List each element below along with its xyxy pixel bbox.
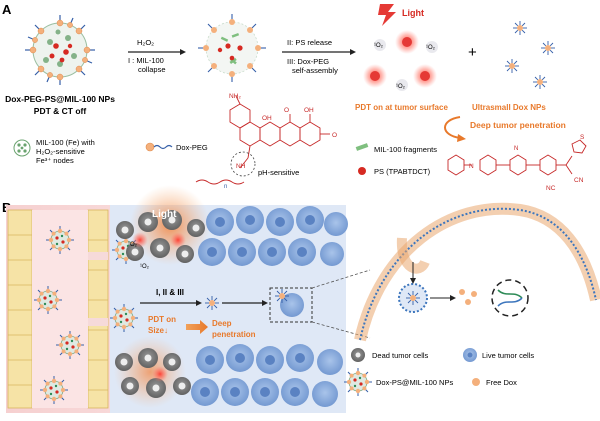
chem-cn: CN <box>574 177 584 184</box>
penetration-arrowhead <box>262 300 268 306</box>
pdt-surface-label: PDT on at tumor surface <box>355 103 448 112</box>
chem-oh-1: OH <box>262 115 272 122</box>
blood-vessel-wall-right <box>87 209 109 409</box>
chem-nh: NH <box>236 163 246 170</box>
zoom-line-top <box>311 269 371 289</box>
step2-arrowhead <box>350 49 356 55</box>
ultrasmall-np-b1 <box>204 295 220 311</box>
penetration-label: penetration <box>212 330 256 339</box>
cycle-arrow <box>444 116 461 139</box>
step3b-label: self-assembly <box>292 66 338 75</box>
chem-n-amine: N <box>469 163 474 170</box>
zoom-region-box <box>269 287 313 323</box>
light-label-b: Light <box>152 209 177 220</box>
release-arrowhead <box>450 295 456 301</box>
cell-membrane-endocytosis <box>354 202 600 342</box>
chem-oh-2: OH <box>304 107 314 114</box>
live-tumor-cells-bottom <box>191 344 343 407</box>
chem-o-2: O <box>332 132 337 139</box>
dead-tumor-cells-bottom <box>114 336 191 408</box>
dox-peg-ps-mil100-nanoparticle <box>25 15 95 85</box>
step1b-label: collapse <box>138 65 166 74</box>
legend-dead-label: Dead tumor cells <box>372 351 429 360</box>
legend-live-label: Live tumor cells <box>482 351 534 360</box>
zoom-region-cell <box>280 293 304 317</box>
chem-o-1: O <box>284 107 289 114</box>
free-dox-molecules <box>459 289 477 305</box>
legend-np-label: Dox-PS@MIL-100 NPs <box>376 378 453 387</box>
legend-free-dox-label: Free Dox <box>486 378 517 387</box>
np-state-label: PDT & CT off <box>34 106 87 116</box>
deep-penetration-label: Deep tumor penetration <box>470 120 566 130</box>
deep-label: Deep <box>212 319 232 328</box>
legend-dox-peg-icon <box>145 142 173 152</box>
legend-mil-line3: Fe³⁺ nodes <box>36 156 74 165</box>
np-name-label: Dox-PEG-PS@MIL-100 NPs <box>5 94 115 104</box>
chem-s: S <box>580 134 585 141</box>
panel-a-label: A <box>2 2 12 17</box>
deep-arrow <box>186 320 208 334</box>
nucleus-outline <box>491 279 529 317</box>
legend-mil-line2: H₂O₂-sensitive <box>36 147 85 156</box>
step2-label: II: PS release <box>287 38 332 47</box>
ultrasmall-dox-np-group <box>504 20 556 90</box>
dox-nps-label: Ultrasmall Dox NPs <box>472 103 546 112</box>
ph-sensitive-bond-highlight <box>230 151 256 177</box>
collapsing-particle <box>198 14 266 82</box>
blood-vessel-wall-left <box>7 209 33 409</box>
chem-nh2: NH₂ <box>229 93 241 100</box>
step1-arrowhead <box>180 49 186 55</box>
dna-icon <box>497 289 523 307</box>
process-arrowhead-b <box>196 300 202 306</box>
o2-label-b1: ¹O₂ <box>128 242 138 248</box>
chem-n-thiadiazole: N <box>514 146 518 152</box>
dox-peg-chemical-structure <box>195 95 330 185</box>
steps-label-b: I, II & III <box>156 288 184 297</box>
o2-label-a2: ¹O₂ <box>426 45 436 51</box>
legend-fragment-label: MIL-100 fragments <box>374 145 437 154</box>
light-label-a: Light <box>402 8 424 18</box>
ph-sensitive-label: pH-sensitive <box>258 168 299 177</box>
uptake-arrowhead <box>410 278 416 284</box>
legend-ps-icon <box>358 167 366 175</box>
legend-fragment-icon <box>355 143 369 151</box>
chem-nc: NC <box>546 185 556 192</box>
live-tumor-cells-top <box>198 206 348 266</box>
legend-mil-line1: MIL-100 (Fe) with <box>36 138 95 147</box>
pdt-on-label: PDT on <box>148 315 176 324</box>
legend-mil100-icon <box>13 139 31 157</box>
legend-live-cell-icon <box>463 348 477 362</box>
ps-chemical-structure <box>447 139 587 176</box>
singlet-oxygen-cluster <box>363 30 438 91</box>
legend-dead-cell-icon <box>351 348 365 362</box>
h2o2-label: H₂O₂ <box>137 38 154 47</box>
np-in-endosome <box>405 290 421 306</box>
legend-np-icon <box>343 367 373 397</box>
step1-label: I : MIL-100 <box>128 56 164 65</box>
o2-label-b2: ¹O₂ <box>140 264 150 270</box>
dead-tumor-cells-top <box>116 185 210 265</box>
legend-dox-peg-label: Dox-PEG <box>176 143 208 152</box>
plus-sign: + <box>468 44 477 61</box>
legend-free-dox-icon <box>472 378 480 386</box>
o2-label-a3: ¹O₂ <box>396 84 406 90</box>
legend-ps-label: PS (TPABTDCT) <box>374 167 431 176</box>
o2-label-a1: ¹O₂ <box>374 43 384 49</box>
step3-label: III: Dox-PEG <box>287 57 329 66</box>
cycle-arrowhead <box>457 134 466 142</box>
light-lightning-icon <box>378 4 396 26</box>
chem-n-subscript: n <box>224 184 227 190</box>
ultrasmall-np-b2 <box>274 288 290 304</box>
size-label: Size↓ <box>148 326 168 335</box>
